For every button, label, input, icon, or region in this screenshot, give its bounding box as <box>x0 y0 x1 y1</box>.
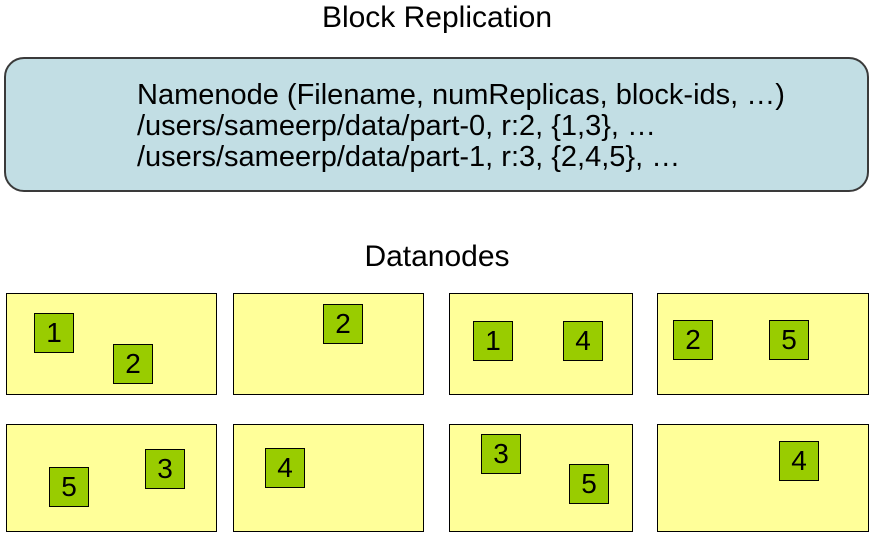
datanodes-label: Datanodes <box>364 240 510 273</box>
namenode-text: Namenode (Filename, numReplicas, block-i… <box>137 80 785 173</box>
datanode-5-block-5: 5 <box>49 467 89 507</box>
namenode-box: Namenode (Filename, numReplicas, block-i… <box>4 57 869 192</box>
datanode-2-block-2: 2 <box>323 304 363 344</box>
datanode-4-block-5: 5 <box>769 320 809 360</box>
namenode-line-part1: /users/sameerp/data/part-1, r:3, {2,4,5}… <box>137 141 681 173</box>
datanode-6: 4 <box>233 424 424 532</box>
datanode-7-block-5: 5 <box>569 464 609 504</box>
datanode-7-block-3: 3 <box>481 434 521 474</box>
namenode-line-header: Namenode (Filename, numReplicas, block-i… <box>137 79 785 111</box>
slide-title: Block Replication <box>321 1 553 34</box>
datanode-3-block-1: 1 <box>473 321 513 361</box>
datanode-4-block-2: 2 <box>673 320 713 360</box>
datanode-6-block-4: 4 <box>265 448 305 488</box>
namenode-line-part0: /users/sameerp/data/part-0, r:2, {1,3}, … <box>137 110 657 142</box>
datanode-2: 2 <box>233 293 424 395</box>
datanode-8-block-4: 4 <box>779 441 819 481</box>
datanode-1-block-2: 2 <box>113 344 153 384</box>
datanode-5-block-3: 3 <box>145 449 185 489</box>
datanode-1-block-1: 1 <box>34 313 74 353</box>
datanode-3-block-4: 4 <box>563 321 603 361</box>
datanode-8: 4 <box>657 424 869 532</box>
